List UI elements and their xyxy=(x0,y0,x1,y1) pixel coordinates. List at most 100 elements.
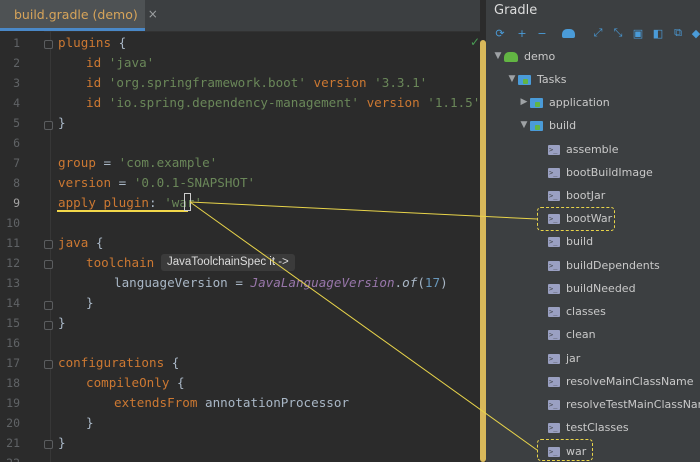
line-number: 17 xyxy=(6,356,20,370)
task-icon xyxy=(548,162,560,185)
line-number: 18 xyxy=(6,376,20,390)
task-bootWar[interactable]: bootWar xyxy=(548,207,612,231)
code-line-19: extendsFrom annotationProcessor xyxy=(114,395,350,410)
task-war[interactable]: war xyxy=(548,440,586,462)
line-number: 2 xyxy=(13,56,20,70)
link-icon[interactable]: ⧉ xyxy=(674,26,682,39)
line-number: 8 xyxy=(13,176,20,190)
task-assemble[interactable]: assemble xyxy=(548,138,619,162)
task-icon xyxy=(548,441,560,462)
tree-node-tasks[interactable]: ▼ Tasks xyxy=(506,68,567,91)
task-icon xyxy=(548,139,560,162)
line-number: 13 xyxy=(6,276,20,290)
code-line-15: } xyxy=(58,315,66,330)
pin-icon[interactable]: ◆ xyxy=(691,26,700,40)
fold-marker[interactable] xyxy=(44,40,53,49)
fold-marker[interactable] xyxy=(44,260,53,269)
line-number: 5 xyxy=(13,116,20,130)
line-number: 19 xyxy=(6,396,20,410)
code-line-20: } xyxy=(86,415,94,430)
line-number: 7 xyxy=(13,156,20,170)
editor-tab-bar: build.gradle (demo) × xyxy=(0,0,480,32)
plus-icon[interactable]: + xyxy=(517,26,527,40)
task-resolveMainClassName[interactable]: resolveMainClassName xyxy=(548,370,694,394)
code-line-1: plugins { xyxy=(58,35,127,50)
line-number: 3 xyxy=(13,76,20,90)
tree-node-demo[interactable]: ▼ demo xyxy=(492,45,556,68)
inlay-hint: JavaToolchainSpec it -> xyxy=(161,254,295,271)
highlight-box-bootwar xyxy=(537,207,615,231)
task-build[interactable]: build xyxy=(548,230,593,254)
fold-marker[interactable] xyxy=(44,240,53,249)
code-line-18: compileOnly { xyxy=(86,375,185,390)
line-number: 21 xyxy=(6,436,20,450)
line-number: 11 xyxy=(6,236,20,250)
expand-icon[interactable]: ⤢ xyxy=(593,26,603,39)
chevron-down-icon[interactable]: ▼ xyxy=(520,120,528,130)
task-icon xyxy=(548,394,560,417)
line-number: 15 xyxy=(6,316,20,330)
db-icon[interactable]: ◧ xyxy=(652,26,664,40)
code-line-17: configurations { xyxy=(58,355,180,370)
code-line-12: toolchain { xyxy=(86,255,169,270)
task-icon xyxy=(548,348,560,371)
task-icon xyxy=(548,255,560,278)
tree-node-application[interactable]: ▶ application xyxy=(518,91,610,114)
task-icon xyxy=(548,278,560,301)
task-icon xyxy=(548,301,560,324)
task-classes[interactable]: classes xyxy=(548,300,606,324)
chevron-right-icon[interactable]: ▶ xyxy=(520,97,528,107)
task-buildDependents[interactable]: buildDependents xyxy=(548,254,660,278)
line-number: 16 xyxy=(6,336,20,350)
line-number: 1 xyxy=(13,36,20,50)
gradle-toolbar: ⟳ + − ⤢ ⤡ ▣ ◧ ⧉ ◆ xyxy=(486,23,700,43)
code-line-11: java { xyxy=(58,235,104,250)
gradle-tool-window: Gradle ⟳ + − ⤢ ⤡ ▣ ◧ ⧉ ◆ ▼ demo ▼ Tasks … xyxy=(486,0,700,462)
highlight-box-war xyxy=(537,439,593,461)
fold-marker[interactable] xyxy=(44,121,53,130)
task-bootBuildImage[interactable]: bootBuildImage xyxy=(548,161,653,185)
line-number-gutter: 12345678910111213141516171819202122 xyxy=(0,31,44,462)
tab-build-gradle[interactable]: build.gradle (demo) × xyxy=(0,0,158,31)
line-number: 14 xyxy=(6,296,20,310)
task-bootJar[interactable]: bootJar xyxy=(548,184,605,208)
task-jar[interactable]: jar xyxy=(548,347,580,371)
task-icon xyxy=(548,417,560,440)
task-resolveTestMainClassName[interactable]: resolveTestMainClassName xyxy=(548,393,700,417)
task-icon xyxy=(548,208,560,231)
elephant-icon[interactable] xyxy=(560,23,576,43)
close-icon[interactable]: × xyxy=(147,7,158,21)
task-clean[interactable]: clean xyxy=(548,323,596,347)
highlight-underline xyxy=(57,210,188,212)
tab-label: build.gradle (demo) xyxy=(14,6,138,22)
line-number: 12 xyxy=(6,256,20,270)
tree-node-build[interactable]: ▼ build xyxy=(518,114,577,137)
fold-marker[interactable] xyxy=(44,440,53,449)
chevron-down-icon[interactable]: ▼ xyxy=(494,51,502,61)
gradle-title: Gradle xyxy=(494,3,538,18)
code-line-4: id 'io.spring.dependency-management' ver… xyxy=(86,95,480,110)
task-icon xyxy=(548,231,560,254)
task-testClasses[interactable]: testClasses xyxy=(548,416,629,440)
task-buildNeeded[interactable]: buildNeeded xyxy=(548,277,636,301)
code-line-3: id 'org.springframework.boot' version '3… xyxy=(86,75,428,90)
script-icon[interactable]: ▣ xyxy=(632,26,644,40)
line-number: 22 xyxy=(0,453,20,462)
fold-marker[interactable] xyxy=(44,360,53,369)
collapse-icon[interactable]: ⤡ xyxy=(613,26,623,39)
chevron-down-icon[interactable]: ▼ xyxy=(508,74,516,84)
code-line-21: } xyxy=(58,435,66,450)
code-line-2: id 'java' xyxy=(86,55,155,70)
line-number: 20 xyxy=(6,416,20,430)
folder-icon xyxy=(530,120,543,131)
fold-marker[interactable] xyxy=(44,321,53,330)
task-icon xyxy=(548,371,560,394)
minus-icon[interactable]: − xyxy=(537,26,547,40)
refresh-icon[interactable]: ⟳ xyxy=(495,26,505,40)
task-icon xyxy=(548,324,560,347)
line-number: 10 xyxy=(6,216,20,230)
fold-marker[interactable] xyxy=(44,301,53,310)
elephant-icon xyxy=(504,51,518,62)
check-icon: ✓ xyxy=(470,35,480,49)
